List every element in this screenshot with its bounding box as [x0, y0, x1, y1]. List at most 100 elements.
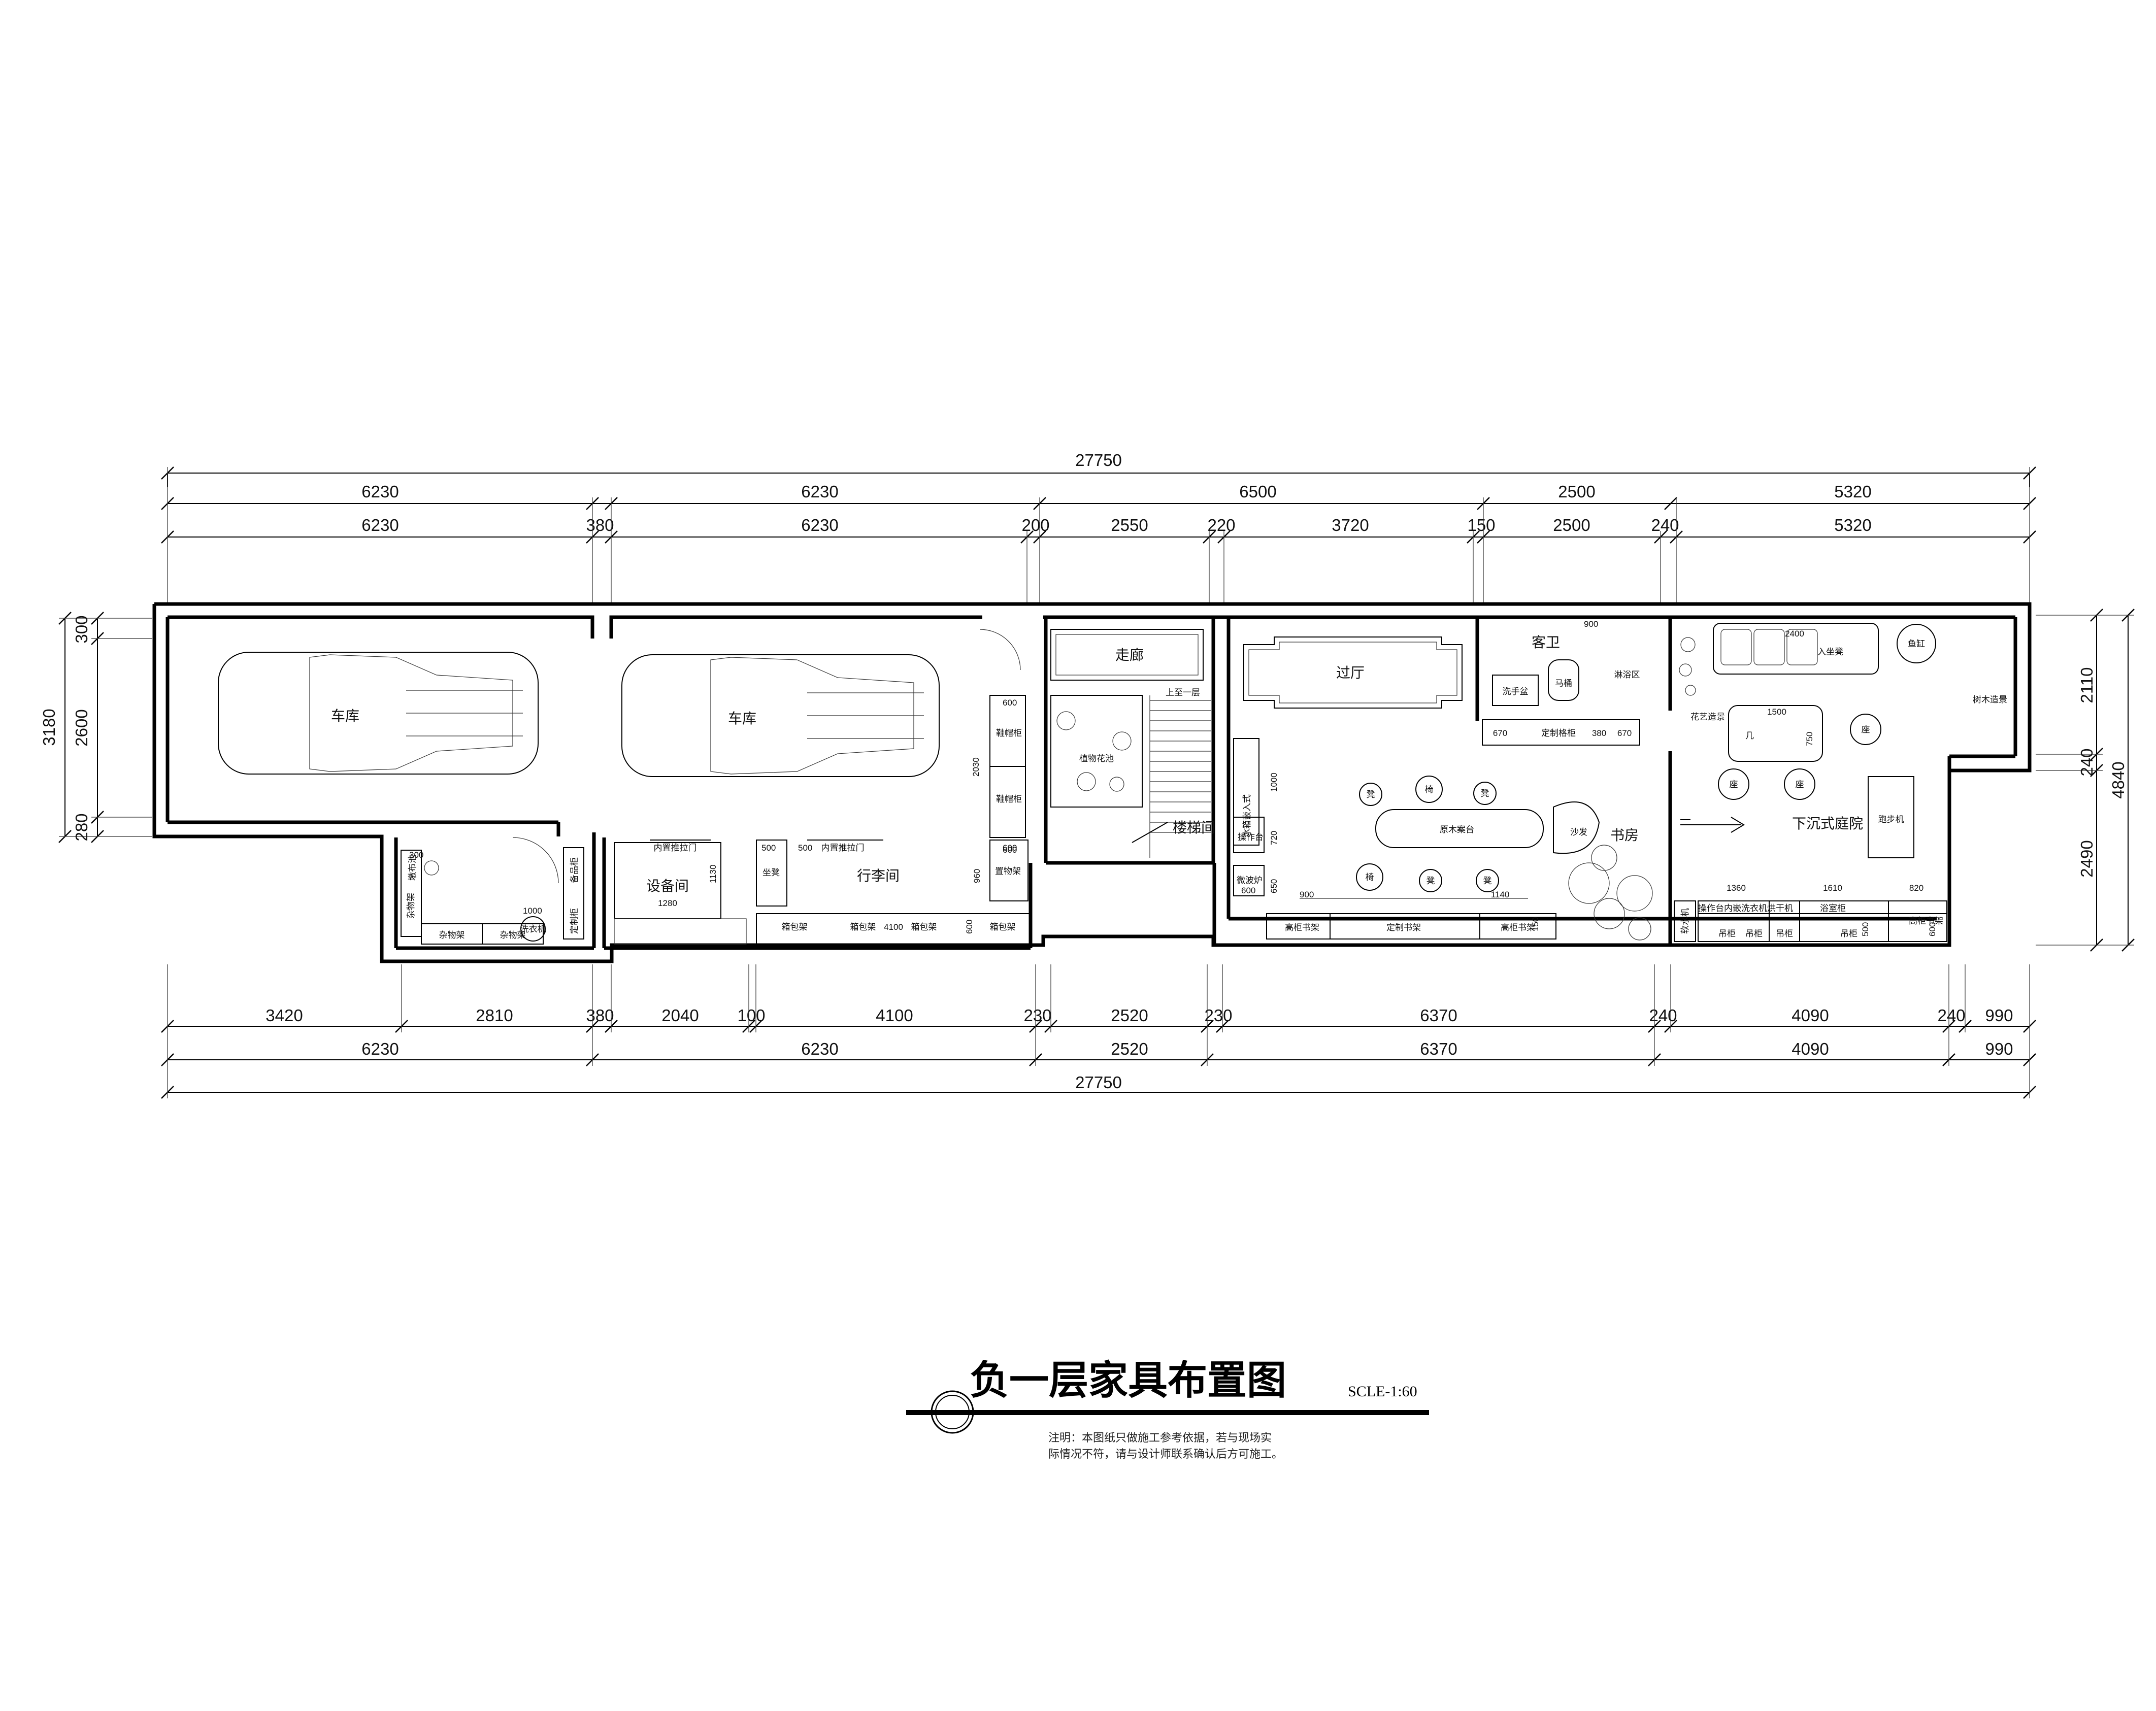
- dim-left-300: 300: [72, 615, 91, 643]
- dim-lug-600c: 600: [1003, 843, 1017, 853]
- dim-bot-r1-10: 240: [1649, 1006, 1677, 1025]
- tea-table-label: 几: [1745, 731, 1754, 741]
- dim-right-240: 240: [2077, 748, 2096, 776]
- guest-bath-label: 客卫: [1532, 634, 1560, 651]
- study: 冰箱嵌入式 1000 操作台 720 微波炉 600 650 原木案台 沙发 书…: [1233, 738, 1745, 941]
- chair-2: 椅: [1366, 873, 1374, 883]
- spare-cab-1: 备品柜: [570, 857, 580, 883]
- dim-shoe-2030: 2030: [971, 757, 981, 777]
- title-underline: [906, 1410, 1429, 1415]
- dim-bot-r2-3: 6370: [1420, 1039, 1457, 1058]
- tree-label: 树木造景: [1973, 695, 2007, 705]
- dim-lug-500a: 500: [761, 843, 776, 853]
- dim-shoe-600b: 600: [1003, 845, 1017, 855]
- dim-study-650: 650: [1269, 879, 1279, 893]
- courtyard: 2400 入坐凳 鱼缸 花艺造景 1500 几 750 座 座 座 跑步机 下沉…: [1679, 623, 2007, 858]
- dim-top-r2-6: 3720: [1332, 516, 1369, 534]
- sliding-door-1: 内置推拉门: [654, 843, 697, 853]
- dim-top-r2-8: 2500: [1553, 516, 1590, 534]
- seat-1: 座: [1862, 725, 1870, 735]
- dim-bot-total: 27750: [1075, 1073, 1122, 1092]
- garage-left: 车库: [218, 652, 539, 775]
- hang-cab-4: 吊柜: [1840, 929, 1858, 939]
- rack-label: 置物架: [995, 866, 1021, 877]
- dim-study-150: 150: [1531, 917, 1540, 931]
- seat-2: 座: [1730, 780, 1738, 790]
- dim-top-r1-0: 6230: [361, 482, 399, 501]
- dim-bot-r1-5: 4100: [876, 1006, 913, 1025]
- work-table-label: 操作台: [1238, 832, 1264, 843]
- dim-bot-r1-9: 6370: [1420, 1006, 1457, 1025]
- dim-bot-r1-13: 990: [1985, 1006, 2013, 1025]
- right-dimensions: 2110 240 2490 4840: [2036, 609, 2135, 952]
- dim-top-r2-9: 240: [1651, 516, 1679, 534]
- bag-rack-2: 箱包架: [850, 922, 876, 932]
- dim-bath-670b: 670: [1617, 728, 1632, 738]
- treadmill-label: 跑步机: [1878, 815, 1904, 825]
- dim-lug-960: 960: [972, 869, 982, 883]
- dim-study-720: 720: [1269, 831, 1279, 845]
- courtyard-cabinets: 软水机 1360 1610 820 操作台内嵌洗衣机烘干机 浴室柜 500 60…: [1674, 883, 1947, 942]
- stairs-up-label: 上至一层: [1166, 688, 1200, 698]
- fridge-label: 冰箱嵌入式: [1242, 794, 1252, 837]
- courtyard-label: 下沉式庭院: [1792, 815, 1863, 832]
- stairwell-label: 楼梯间: [1173, 819, 1215, 836]
- dim-right-2490: 2490: [2077, 840, 2096, 877]
- custom-grid-cab: 定制格柜: [1541, 728, 1576, 739]
- tall-cab-label: 高柜书架: [1909, 916, 1943, 926]
- dim-bot-r2-4: 4090: [1792, 1039, 1829, 1058]
- dim-utility-1000: 1000: [523, 906, 542, 916]
- equipment-room: 设备间 1280 1130 内置推拉门: [614, 840, 747, 945]
- bottom-dimensions: 3420 2810 380 2040 100 4100 230 2520 230…: [161, 964, 2036, 1099]
- dim-equip-1280: 1280: [658, 898, 677, 908]
- dim-top-r2-3: 200: [1021, 516, 1049, 534]
- dim-cab-1360: 1360: [1727, 883, 1746, 893]
- soft-water-label: 软水机: [1680, 908, 1690, 934]
- microwave-label: 微波炉: [1237, 876, 1263, 886]
- dim-top-r1-2: 6500: [1239, 482, 1276, 501]
- fish-tank-label: 鱼缸: [1908, 639, 1925, 649]
- dim-bot-r1-0: 3420: [266, 1006, 303, 1025]
- shoe-cabinets: 600 鞋帽柜 鞋帽柜 2030 600: [971, 629, 1026, 855]
- note-line-1: 注明：本图纸只做施工参考依据，若与现场实: [1048, 1432, 1272, 1445]
- sofa-label: 沙发: [1570, 827, 1587, 837]
- dim-bot-r1-12: 240: [1937, 1006, 1965, 1025]
- dim-top-r1-1: 6230: [801, 482, 838, 501]
- hall: 过厅: [1243, 636, 1463, 709]
- dim-right-2110: 2110: [2077, 667, 2096, 703]
- title-block: 负一层家具布置图 SCLE-1:60 注明：本图纸只做施工参考依据，若与现场实 …: [906, 1358, 1429, 1461]
- dim-court-750: 750: [1805, 732, 1814, 746]
- side-stool: 坐凳: [762, 868, 780, 878]
- shoe-cab-1: 鞋帽柜: [996, 728, 1022, 739]
- dim-top-r2-5: 220: [1207, 516, 1235, 534]
- dim-bot-r2-5: 990: [1985, 1039, 2013, 1058]
- dim-study-900: 900: [1300, 890, 1314, 899]
- shoe-cab-2: 鞋帽柜: [996, 794, 1022, 804]
- misc-shelf-2: 杂物架: [500, 930, 526, 941]
- dim-study-1140: 1140: [1491, 890, 1510, 899]
- work-inset-label: 操作台内嵌洗衣机烘干机: [1698, 903, 1793, 914]
- left-dimensions: 3180 300 2600 280: [40, 612, 152, 843]
- sliding-door-2: 内置推拉门: [821, 843, 865, 853]
- dim-bot-r2-0: 6230: [361, 1039, 399, 1058]
- dim-bath-670a: 670: [1493, 728, 1507, 738]
- tall-shelf-1: 高柜书架: [1285, 923, 1319, 933]
- drawing-scale: SCLE-1:60: [1348, 1383, 1417, 1400]
- wood-table-label: 原木案台: [1440, 825, 1474, 835]
- flower-label: 花艺造景: [1690, 712, 1725, 722]
- dim-lug-500b: 500: [798, 843, 812, 853]
- study-label: 书房: [1610, 827, 1639, 844]
- dim-bath-380: 380: [1592, 728, 1606, 738]
- dim-bot-r1-7: 2520: [1111, 1006, 1148, 1025]
- dim-cab-500: 500: [1861, 922, 1870, 936]
- hall-label: 过厅: [1336, 664, 1365, 681]
- bag-rack-1: 箱包架: [782, 922, 808, 932]
- dim-left-2600: 2600: [72, 709, 91, 746]
- washer-label: 洗衣机: [520, 924, 546, 934]
- garage-right: 车库: [621, 654, 940, 777]
- misc-shelf-vertical: 杂物架: [406, 893, 416, 919]
- chair-1: 椅: [1425, 785, 1434, 795]
- dim-court-2400: 2400: [1785, 629, 1804, 639]
- dim-cab-1610: 1610: [1823, 883, 1842, 893]
